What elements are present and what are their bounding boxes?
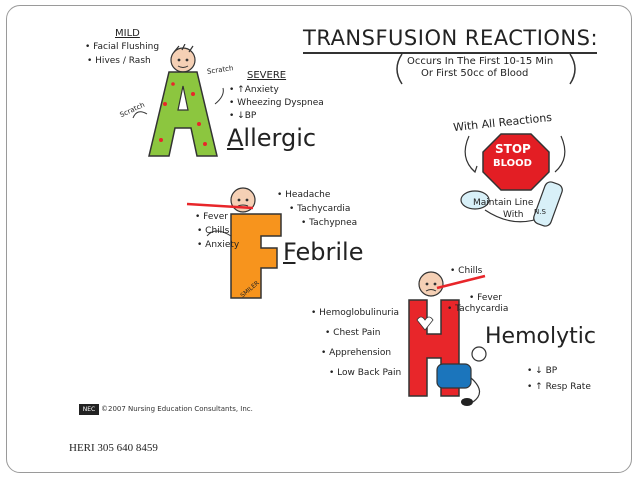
febrile-name-initial: F: [283, 238, 296, 266]
hemolytic-top-item: • Tachycardia: [447, 304, 509, 314]
allergic-name-initial: A: [227, 124, 244, 152]
subtitle-line-2: Or First 50cc of Blood: [421, 68, 529, 79]
hemolytic-left-item: • Chest Pain: [325, 328, 381, 338]
allergic-mild-item: • Facial Flushing: [85, 42, 160, 52]
febrile-right-item: • Tachycardia: [289, 204, 351, 214]
maintain-line-2: With: [503, 210, 524, 220]
page-title: TRANSFUSION REACTIONS:: [303, 26, 599, 50]
iv-bag-icon: [460, 181, 563, 227]
allergic-severe-label: SEVERE: [247, 70, 287, 81]
febrile-left-item: • Chills: [197, 226, 230, 236]
allergic-name: Allergic: [227, 124, 316, 152]
stop-heading: With All Reactions: [452, 110, 553, 135]
stop-sign-line-1: STOP: [495, 142, 531, 156]
hemolytic-left-item: • Apprehension: [321, 348, 392, 358]
allergic-severe-item: • Wheezing Dyspnea: [229, 98, 324, 108]
allergic-letter-figure: [132, 44, 224, 157]
hemolytic-left-item: • Hemoglobulinuria: [311, 308, 400, 318]
stop-sign-line-2: BLOOD: [493, 158, 532, 169]
allergic-name-rest: llergic: [243, 124, 317, 152]
copyright-text: ©2007 Nursing Education Consultants, Inc…: [101, 405, 253, 413]
subtitle-line-1: Occurs In The First 10-15 Min: [407, 56, 554, 67]
hemolytic-right-item: • ↑ Resp Rate: [527, 382, 591, 392]
title-underline: [303, 52, 597, 54]
hemolytic-top-item: • Chills: [450, 266, 483, 276]
nec-logo: NEC: [79, 404, 99, 415]
allergic-mild-label: MILD: [115, 28, 140, 39]
allergic-severe-item: • ↑Anxiety: [229, 85, 279, 95]
febrile-right-item: • Headache: [277, 190, 331, 200]
slide-frame: TRANSFUSION REACTIONS: Occurs In The Fir…: [6, 5, 632, 473]
allergic-severe-item: • ↓BP: [229, 111, 257, 121]
nec-logo-text: NEC: [82, 406, 96, 413]
iv-bag-label: N.S: [534, 208, 546, 216]
arrows-icon: [464, 135, 566, 174]
footer-phone: HERI 305 640 8459: [69, 442, 158, 454]
febrile-left-item: • Anxiety: [197, 240, 240, 250]
stop-sign-icon: [482, 133, 550, 191]
hemolytic-top-item: • Fever: [469, 293, 502, 303]
maintain-line-1: Maintain Line: [473, 198, 534, 208]
hemolytic-name: Hemolytic: [485, 324, 596, 349]
febrile-left-item: • Fever: [195, 212, 228, 222]
hemolytic-left-item: • Low Back Pain: [329, 368, 402, 378]
allergic-mild-item: • Hives / Rash: [87, 56, 151, 66]
febrile-letter-figure: [186, 187, 282, 299]
hemolytic-letter-figure: [408, 271, 487, 406]
hemolytic-right-item: • ↓ BP: [527, 366, 558, 376]
subtitle-parentheses: [396, 53, 576, 85]
febrile-right-item: • Tachypnea: [301, 218, 358, 228]
febrile-name: Febrile: [283, 238, 363, 266]
febrile-name-rest: ebrile: [295, 238, 364, 266]
